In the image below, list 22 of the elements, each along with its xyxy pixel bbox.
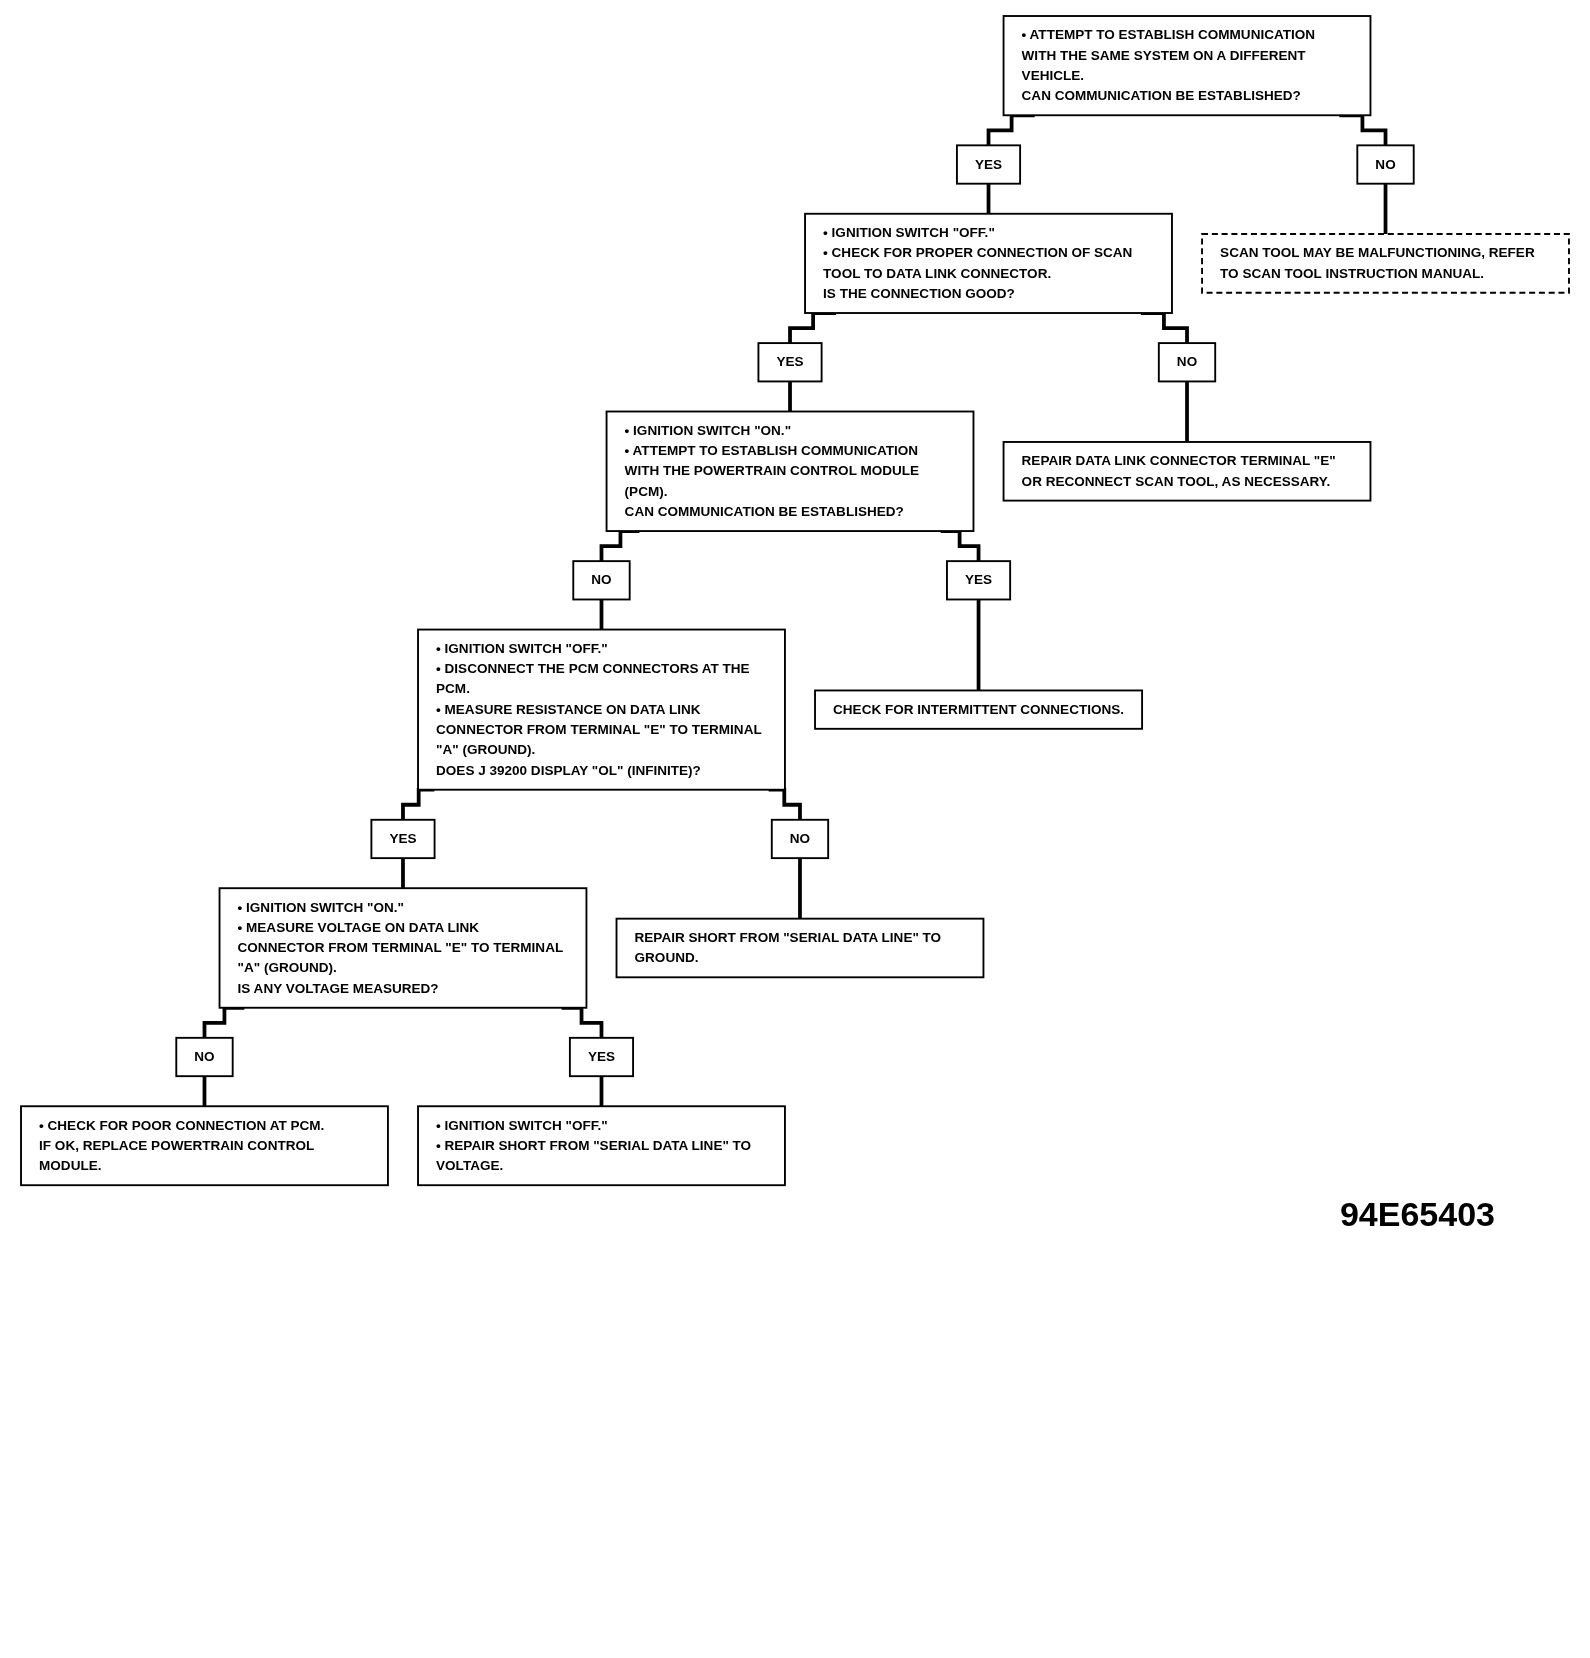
node-box: • IGNITION SWITCH "OFF." • DISCONNECT THE PCM CONNECTORS AT THE PCM. • MEASURE RESISTANCE ON DATA LINK CONNECTOR FROM TERMINAL "E" TO TERMINAL "A" (GROUND). DOES J 39200 DISPLAY "OL" (INFINITE)? [417,628,786,791]
node-box: • IGNITION SWITCH "OFF." • CHECK FOR PROPER CONNECTION OF SCAN TOOL TO DATA LINK CONNECTOR. IS THE CONNECTION GOOD? [804,212,1173,314]
node-box: YES [946,560,1012,601]
node-box: • IGNITION SWITCH "ON." • ATTEMPT TO ESTABLISH COMMUNICATION WITH THE POWERTRAIN CONTROL MODULE (PCM). CAN COMMUNICATION BE ESTABLISHED? [605,410,975,532]
node-box: REPAIR SHORT FROM "SERIAL DATA LINE" TO GROUND. [615,917,985,979]
node-box: NO [572,560,631,601]
node-box: REPAIR DATA LINK CONNECTOR TERMINAL "E" OR RECONNECT SCAN TOOL, AS NECESSARY. [1002,441,1372,502]
node-box: YES [568,1036,634,1078]
node-box: NO [770,818,830,860]
node-box: • IGNITION SWITCH "OFF." • REPAIR SHORT FROM "SERIAL DATA LINE" TO VOLTAGE. [417,1105,786,1187]
node-box: • CHECK FOR POOR CONNECTION AT PCM. IF OK, REPLACE POWERTRAIN CONTROL MODULE. [20,1105,389,1187]
node-box: YES [370,818,436,860]
node-box: NO [1356,144,1415,185]
node-box: NO [1157,342,1217,383]
node-box: YES [757,342,823,383]
node-box: CHECK FOR INTERMITTENT CONNECTIONS. [814,689,1144,730]
node-box: • IGNITION SWITCH "ON." • MEASURE VOLTAGE ON DATA LINK CONNECTOR FROM TERMINAL "E" TO TERMINAL "A" (GROUND). IS ANY VOLTAGE MEASURED? [218,887,588,1009]
figure-code: 94E65403 [1339,1195,1495,1235]
node-box: • ATTEMPT TO ESTABLISH COMMUNICATION WITH THE SAME SYSTEM ON A DIFFERENT VEHICLE. CAN COMMUNICATION BE ESTABLISHED? [1002,15,1372,117]
node-box: SCAN TOOL MAY BE MALFUNCTIONING, REFER TO SCAN TOOL INSTRUCTION MANUAL. [1201,233,1570,294]
node-box: YES [956,144,1022,185]
node-box: NO [175,1036,234,1078]
